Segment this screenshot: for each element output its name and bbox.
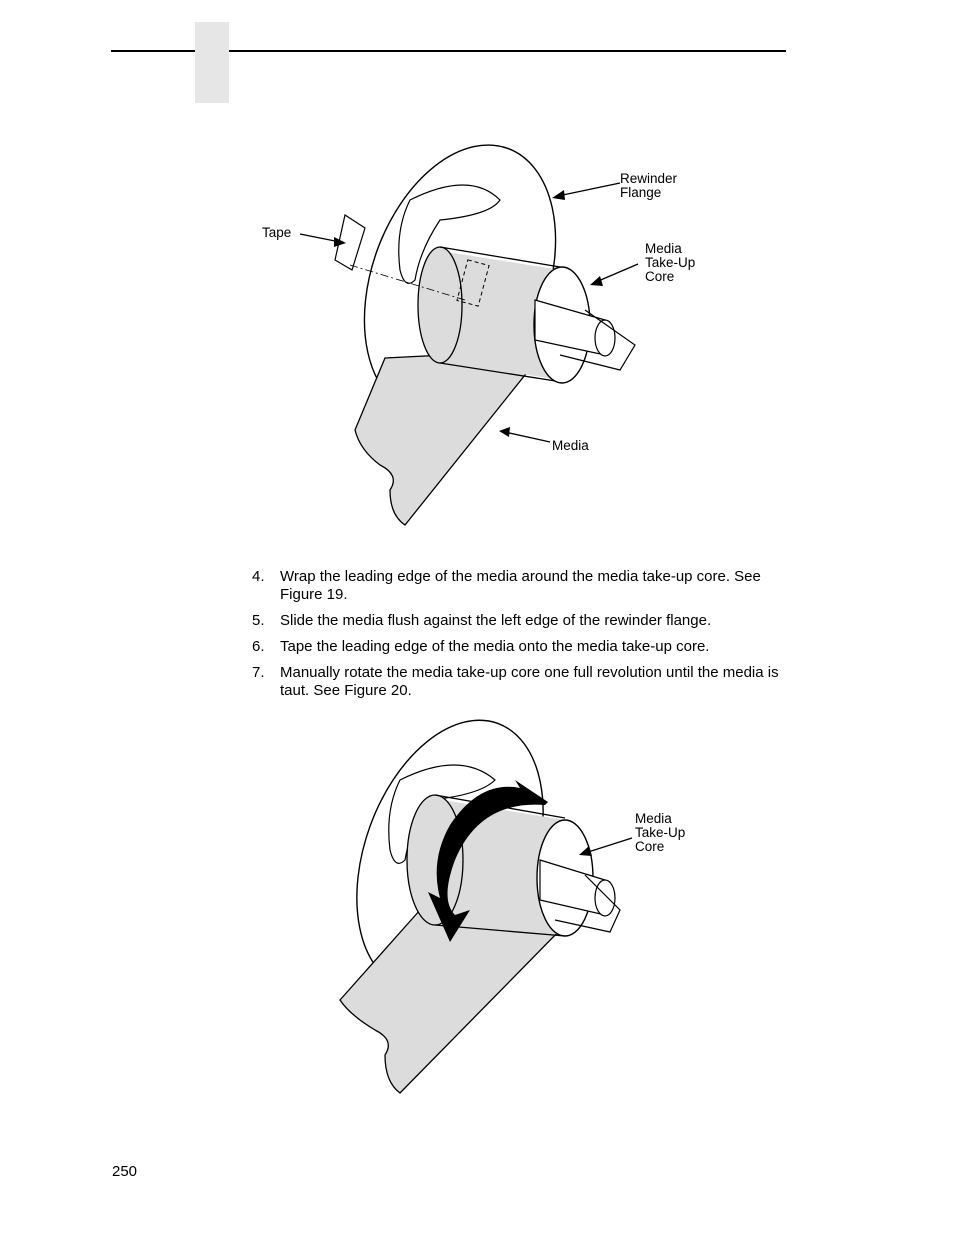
instruction-steps: 4. Wrap the leading edge of the media ar… (252, 568, 792, 708)
step-text: Tape the leading edge of the media onto … (280, 638, 710, 655)
page-number: 250 (112, 1163, 138, 1180)
chapter-tab (195, 22, 229, 103)
media-strip (339, 909, 567, 1094)
step-number: 4. (252, 568, 265, 585)
step-text: Slide the media flush against the left e… (280, 612, 712, 629)
core-back-edge (417, 246, 463, 364)
core-outline (439, 246, 563, 383)
figure-19-illustration: Rewinder Flange Tape Media Take-Up Core … (240, 140, 760, 540)
label-media: Media (552, 438, 589, 453)
step-item: 6. Tape the leading edge of the media on… (252, 638, 792, 656)
step-number: 5. (252, 612, 265, 629)
step-item: 4. Wrap the leading edge of the media ar… (252, 568, 792, 604)
step-number: 7. (252, 664, 265, 681)
core-body (435, 250, 560, 380)
label-media-takeup-core: Media Take-Up Core (645, 241, 696, 284)
step-text: Wrap the leading edge of the media aroun… (280, 568, 761, 603)
step-number: 6. (252, 638, 265, 655)
label-tape: Tape (262, 225, 292, 240)
figure-20-illustration: Media Take-Up Core (320, 710, 740, 1110)
rewinder-rotation-drawing (339, 719, 633, 1094)
header-rule (111, 50, 786, 52)
flange-slot (398, 184, 501, 284)
media-strip (354, 349, 547, 526)
rewinder-drawing (299, 144, 639, 526)
rotation-arrow-icon (428, 780, 548, 942)
step-text: Manually rotate the media take-up core o… (280, 664, 779, 699)
step-item: 7. Manually rotate the media take-up cor… (252, 664, 792, 700)
label-rewinder-flange: Rewinder Flange (620, 171, 678, 200)
spindle-bracket (559, 309, 636, 371)
spindle-bracket (554, 874, 621, 933)
step-item: 5. Slide the media flush against the lef… (252, 612, 792, 630)
label-media-takeup-core: Media Take-Up Core (635, 811, 686, 854)
